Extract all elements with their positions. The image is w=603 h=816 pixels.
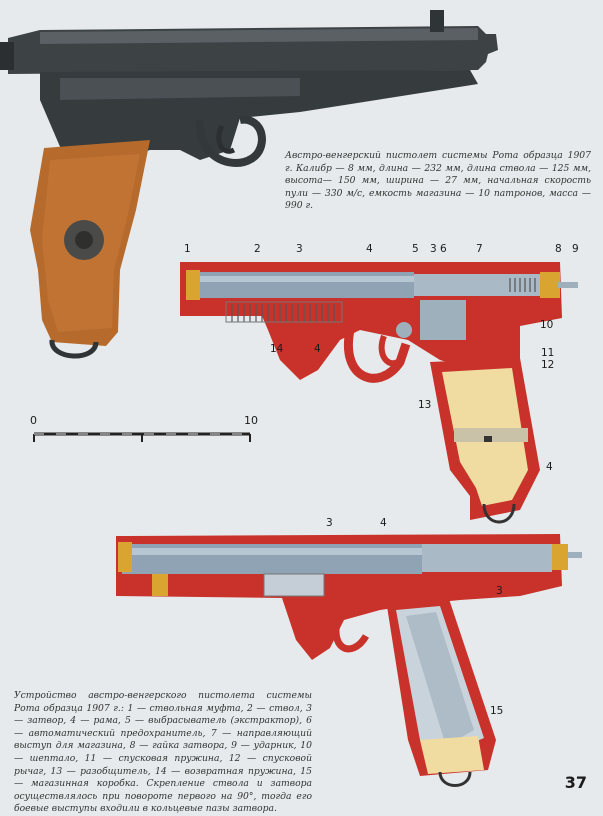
callout-label: 1: [184, 243, 191, 255]
callout-label: 7: [476, 243, 483, 255]
callout-label: 2: [254, 243, 261, 255]
callout-label: 4: [314, 343, 321, 355]
callout-label: 4: [366, 243, 373, 255]
callout-label: 3: [326, 517, 333, 529]
parts-legend-caption: Устройство австро-венгерского пистолета …: [14, 690, 312, 815]
scale-max-label: 10: [244, 414, 258, 427]
pistol-magazine-cutaway-illustration: [116, 534, 582, 787]
callout-label: 5: [412, 243, 419, 255]
page-number: 37: [564, 773, 587, 792]
pistol-exterior-illustration: [0, 10, 498, 359]
callout-label: 3: [296, 243, 303, 255]
scale-min-label: 0: [30, 414, 37, 427]
callout-label: 3: [496, 585, 503, 597]
callout-label: 11: [541, 347, 555, 359]
scale-bar: [33, 432, 251, 442]
callout-label: 4: [546, 461, 553, 473]
callout-label: 14: [270, 343, 284, 355]
callout-label: 3: [430, 243, 437, 255]
callout-label: 15: [490, 705, 504, 717]
callout-label: 12: [541, 359, 555, 371]
callout-label: 6: [440, 243, 447, 255]
callout-label: 13: [418, 399, 432, 411]
callout-label: 8: [555, 243, 562, 255]
callout-label: 4: [380, 517, 387, 529]
callout-label: 9: [572, 243, 579, 255]
exterior-caption: Австро-венгерский пистолет системы Рота …: [285, 150, 591, 212]
pistol-cutaway-illustration: [180, 262, 578, 524]
callout-label: 10: [540, 319, 554, 331]
